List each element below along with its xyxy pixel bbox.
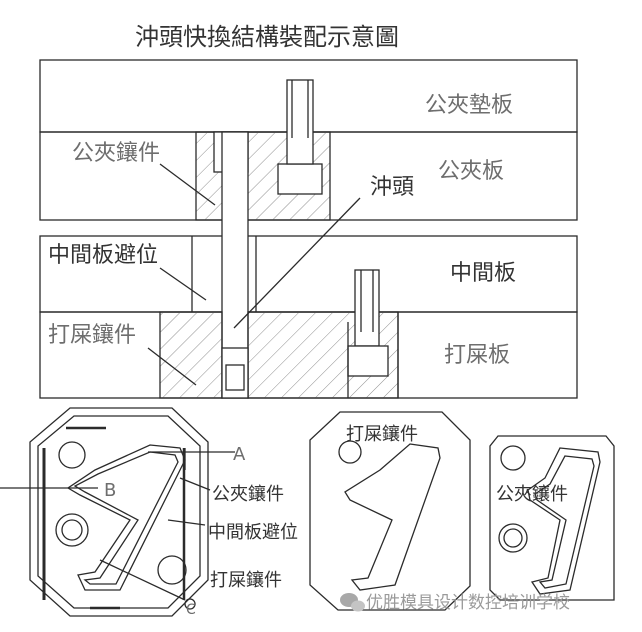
view3-label: 公夾鑲件 — [496, 484, 568, 505]
stripper-insert-label: 打屎鑲件 — [48, 323, 136, 348]
stripper-plate-label: 打屎板 — [444, 343, 510, 368]
marker-c: C — [186, 602, 196, 618]
punch-holder-label: 公夾板 — [438, 159, 504, 184]
view2-label: 打屎鑲件 — [346, 424, 418, 445]
detail-holder-insert-label: 公夾鑲件 — [212, 484, 284, 505]
mid-plate-label: 中間板 — [450, 261, 516, 286]
wechat-icon — [340, 593, 365, 612]
plan-view-assembly — [0, 407, 235, 617]
detail-stripper-insert-label: 打屎鑲件 — [210, 570, 282, 591]
marker-b: B — [104, 480, 116, 501]
watermark: 优胜模具设计数控培训学校 — [340, 593, 570, 613]
watermark-text: 优胜模具设计数控培训学校 — [366, 593, 570, 613]
mid-clearance-label: 中間板避位 — [48, 243, 158, 268]
marker-a: A — [233, 444, 246, 465]
drawing-title: 沖頭快換結構裝配示意圖 — [135, 23, 399, 51]
lower-bolt-shank — [354, 269, 380, 347]
section-view — [39, 59, 578, 399]
lower-bolt-head — [347, 345, 389, 377]
punch-label: 沖頭 — [370, 175, 414, 200]
bolt-shank — [286, 79, 314, 165]
top-plate-label: 公夾墊板 — [425, 93, 513, 118]
plan-view-holder-insert — [489, 435, 615, 601]
holder-insert-label: 公夾鑲件 — [72, 141, 160, 166]
stripper-insert-left — [159, 311, 223, 399]
detail-mid-clearance-label: 中間板避位 — [208, 522, 298, 543]
bolt-head — [277, 163, 323, 195]
plan-view-stripper-insert — [309, 411, 471, 611]
